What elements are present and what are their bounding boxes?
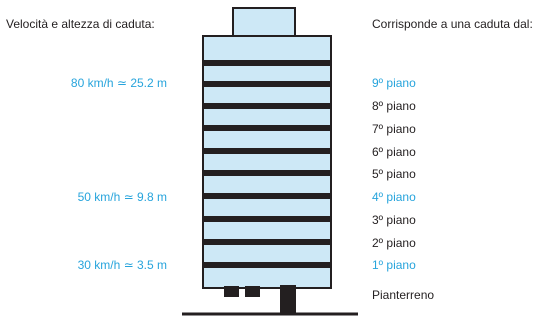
right-title: Corrisponde a una caduta dal: [372,17,533,31]
floor-label-7: 7º piano [372,122,416,136]
floor-band [203,239,331,245]
floor-label-9: 9º piano [372,76,416,90]
speed-label-50: 50 km/h ≃ 9.8 m [77,190,167,204]
speed-label-80: 80 km/h ≃ 25.2 m [70,76,167,90]
floor-band [203,170,331,176]
floor-label-4: 4º piano [372,190,416,204]
floor-label-3: 3º piano [372,213,416,227]
floor-label-5: 5º piano [372,167,416,181]
door [280,285,296,313]
floor-band [203,193,331,199]
floor-band [203,81,331,87]
floor-band [203,148,331,154]
building-body [202,35,332,289]
floor-label-8: 8º piano [372,99,416,113]
window-right [245,286,260,297]
floor-band [203,60,331,66]
window-left [224,286,239,297]
left-title: Velocità e altezza di caduta: [6,17,155,31]
floor-band [203,125,331,131]
floor-band [203,216,331,222]
roof-box [232,7,296,37]
speed-label-30: 30 km/h ≃ 3.5 m [77,258,167,272]
floor-band [203,103,331,109]
floor-label-ground: Pianterreno [372,288,435,302]
floor-band [203,262,331,268]
floor-bands [203,60,331,268]
floor-label-6: 6º piano [372,145,416,159]
floor-label-2: 2º piano [372,236,416,250]
floor-label-1: 1º piano [372,258,416,272]
